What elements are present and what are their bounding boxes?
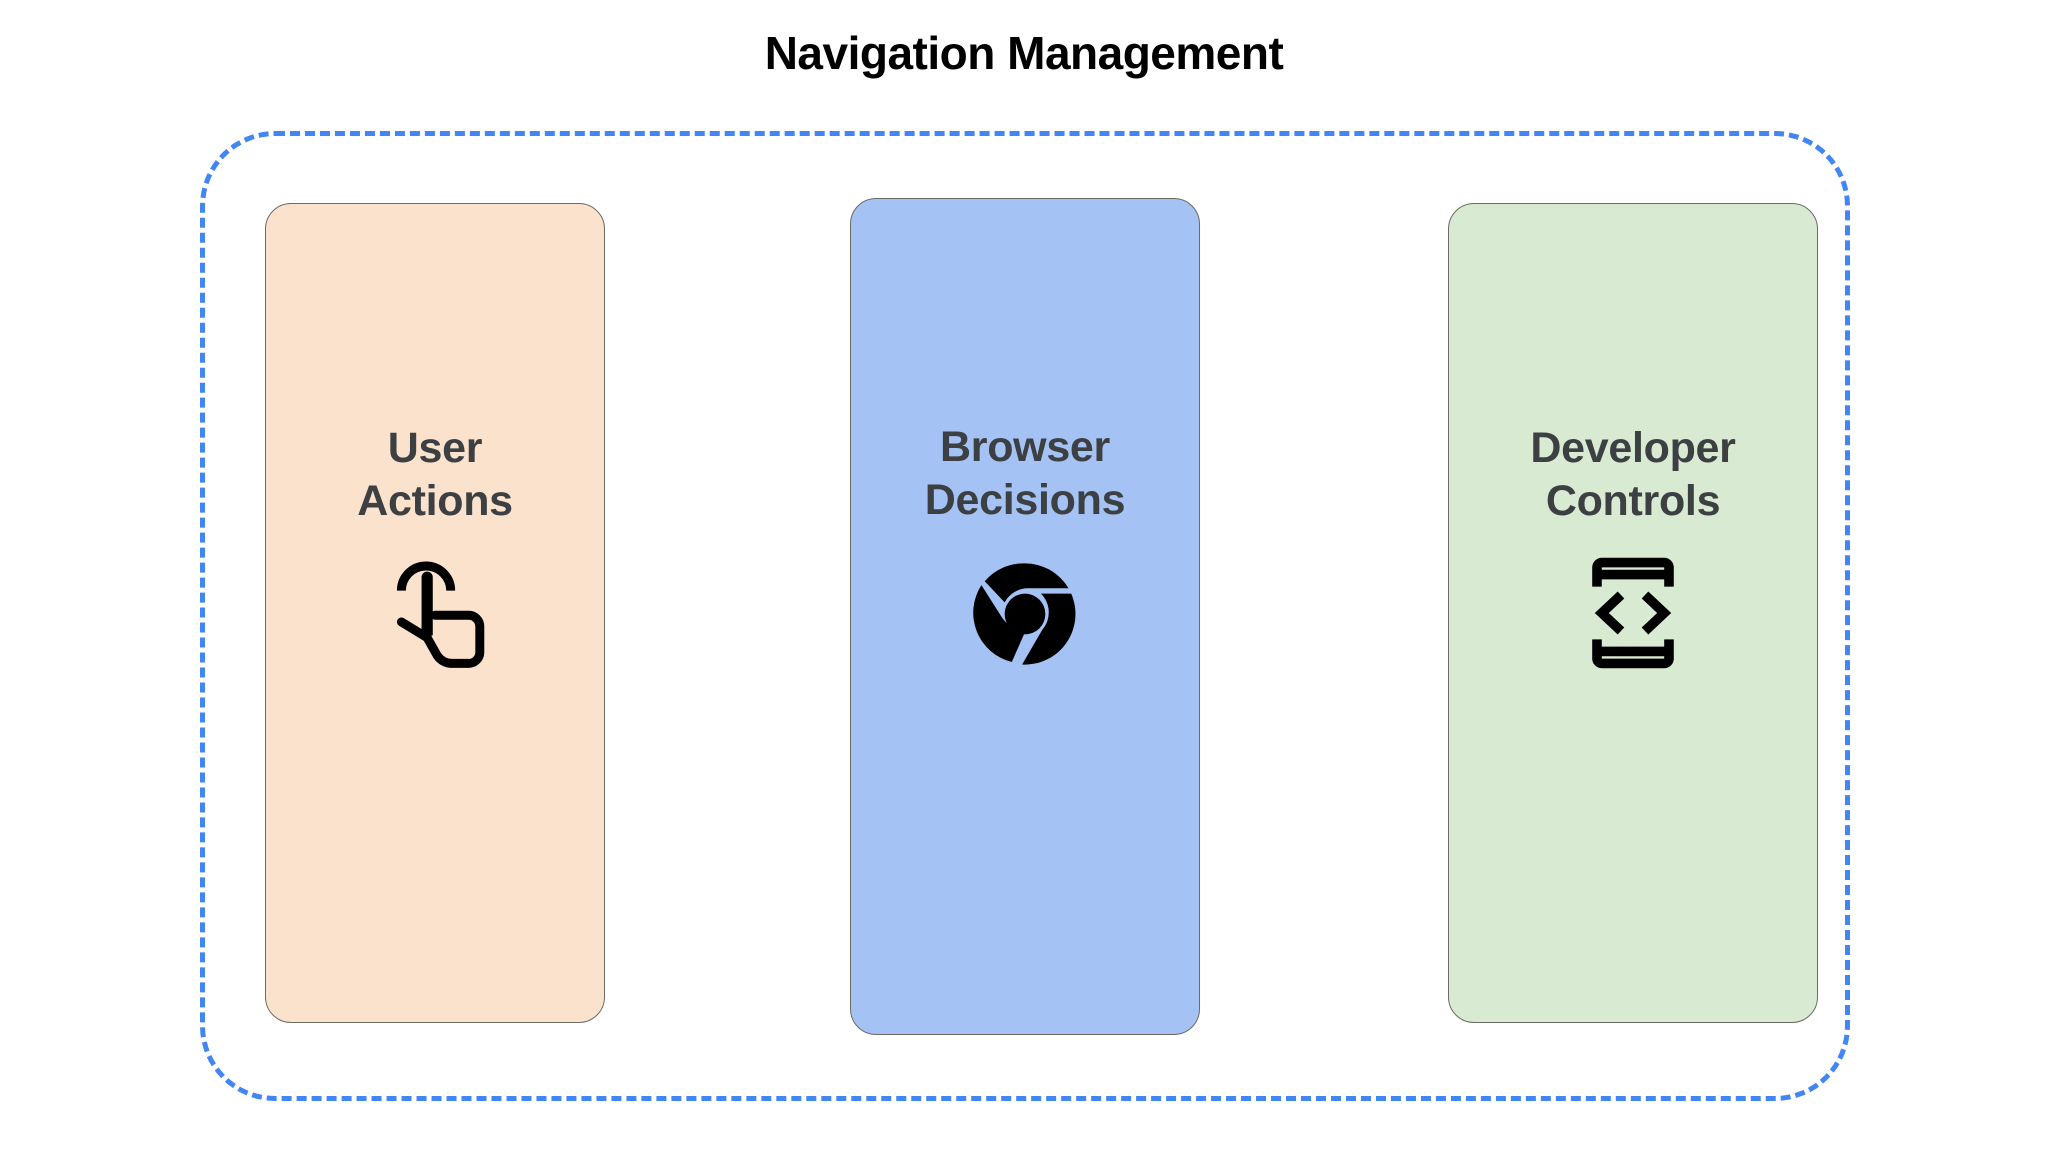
touch-app-icon bbox=[379, 557, 491, 669]
card-browser-decisions[interactable]: Browser Decisions bbox=[850, 198, 1200, 1035]
card-user-actions[interactable]: User Actions bbox=[265, 203, 605, 1023]
dashed-group-container bbox=[200, 131, 1850, 1101]
card-browser-decisions-label: Browser Decisions bbox=[924, 423, 1126, 525]
page-title: Navigation Management bbox=[764, 27, 1284, 79]
card-developer-controls-label: Developer Controls bbox=[1530, 424, 1736, 526]
developer-mode-icon bbox=[1577, 557, 1689, 669]
card-developer-controls[interactable]: Developer Controls bbox=[1448, 203, 1818, 1023]
chrome-logo-icon bbox=[969, 558, 1081, 670]
card-user-actions-label: User Actions bbox=[357, 424, 513, 526]
